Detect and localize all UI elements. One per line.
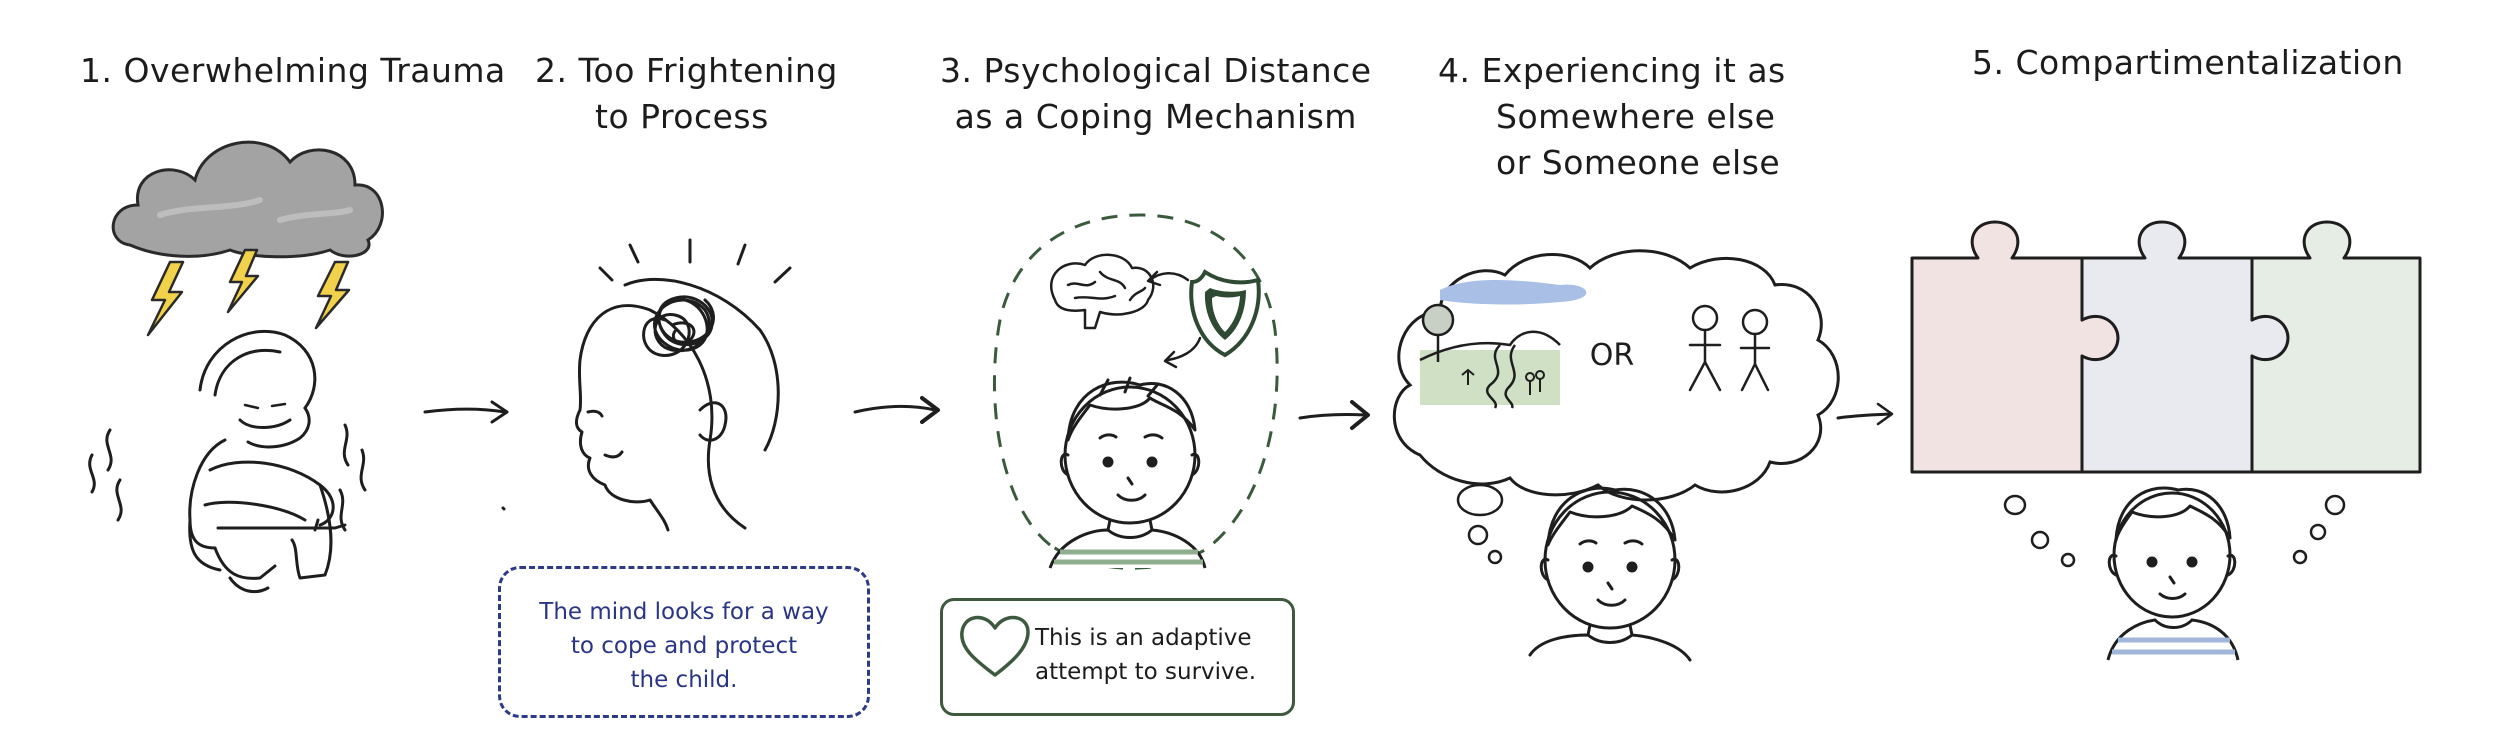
head-profile-icon: [501, 238, 792, 532]
tangled-thoughts-icon: [642, 295, 715, 357]
step-2-title: 2. Too Frightening to Process: [535, 51, 838, 136]
child-face-icon: [1528, 486, 1692, 662]
mind-note-line-3: the child.: [630, 667, 738, 693]
storm-cloud-icon: [111, 140, 384, 259]
striped-shirt: [2106, 618, 2240, 661]
mind-note: The mind looks for a way to cope and pro…: [498, 566, 870, 718]
puzzle-icon: [1910, 220, 2422, 474]
shield-icon: [1189, 269, 1261, 358]
lightning-icon: [146, 248, 351, 337]
adaptive-note-line-2: attempt to survive.: [1035, 659, 1257, 685]
arrow-right-icon: [853, 396, 940, 424]
brain-icon: [1049, 253, 1155, 330]
step-4-title: 4. Experiencing it as Somewhere else or …: [1438, 51, 1786, 182]
adaptive-note-line-1: This is an adaptive: [1035, 625, 1252, 651]
step-1-title: 1. Overwhelming Trauma: [80, 51, 506, 90]
mind-note-line-2: to cope and protect: [570, 633, 798, 659]
crouching-child-icon: [88, 329, 367, 594]
arrow-right-icon: [423, 400, 509, 424]
adaptive-note: This is an adaptive attempt to survive.: [940, 598, 1295, 716]
or-label: OR: [1590, 338, 1634, 373]
curved-arrow-icon: [1146, 270, 1202, 369]
heart-icon: [960, 615, 1030, 677]
step-5-title: 5. Compartimentalization: [1972, 43, 2404, 82]
step-3-title: 3. Psychological Distance as a Coping Me…: [940, 51, 1372, 136]
landscape-icon: [1419, 280, 1587, 409]
arrow-right-icon: [1298, 400, 1370, 430]
striped-shirt: [1048, 528, 1207, 569]
mind-note-line-1: The mind looks for a way: [539, 599, 829, 625]
child-face-icon: [2107, 486, 2237, 619]
arrow-right-icon: [1836, 402, 1894, 426]
child-face-icon: [1059, 376, 1201, 532]
thought-bubbles: [2003, 494, 2346, 568]
stick-figures-icon: [1688, 304, 1771, 392]
thought-bubbles: [1456, 483, 1504, 565]
